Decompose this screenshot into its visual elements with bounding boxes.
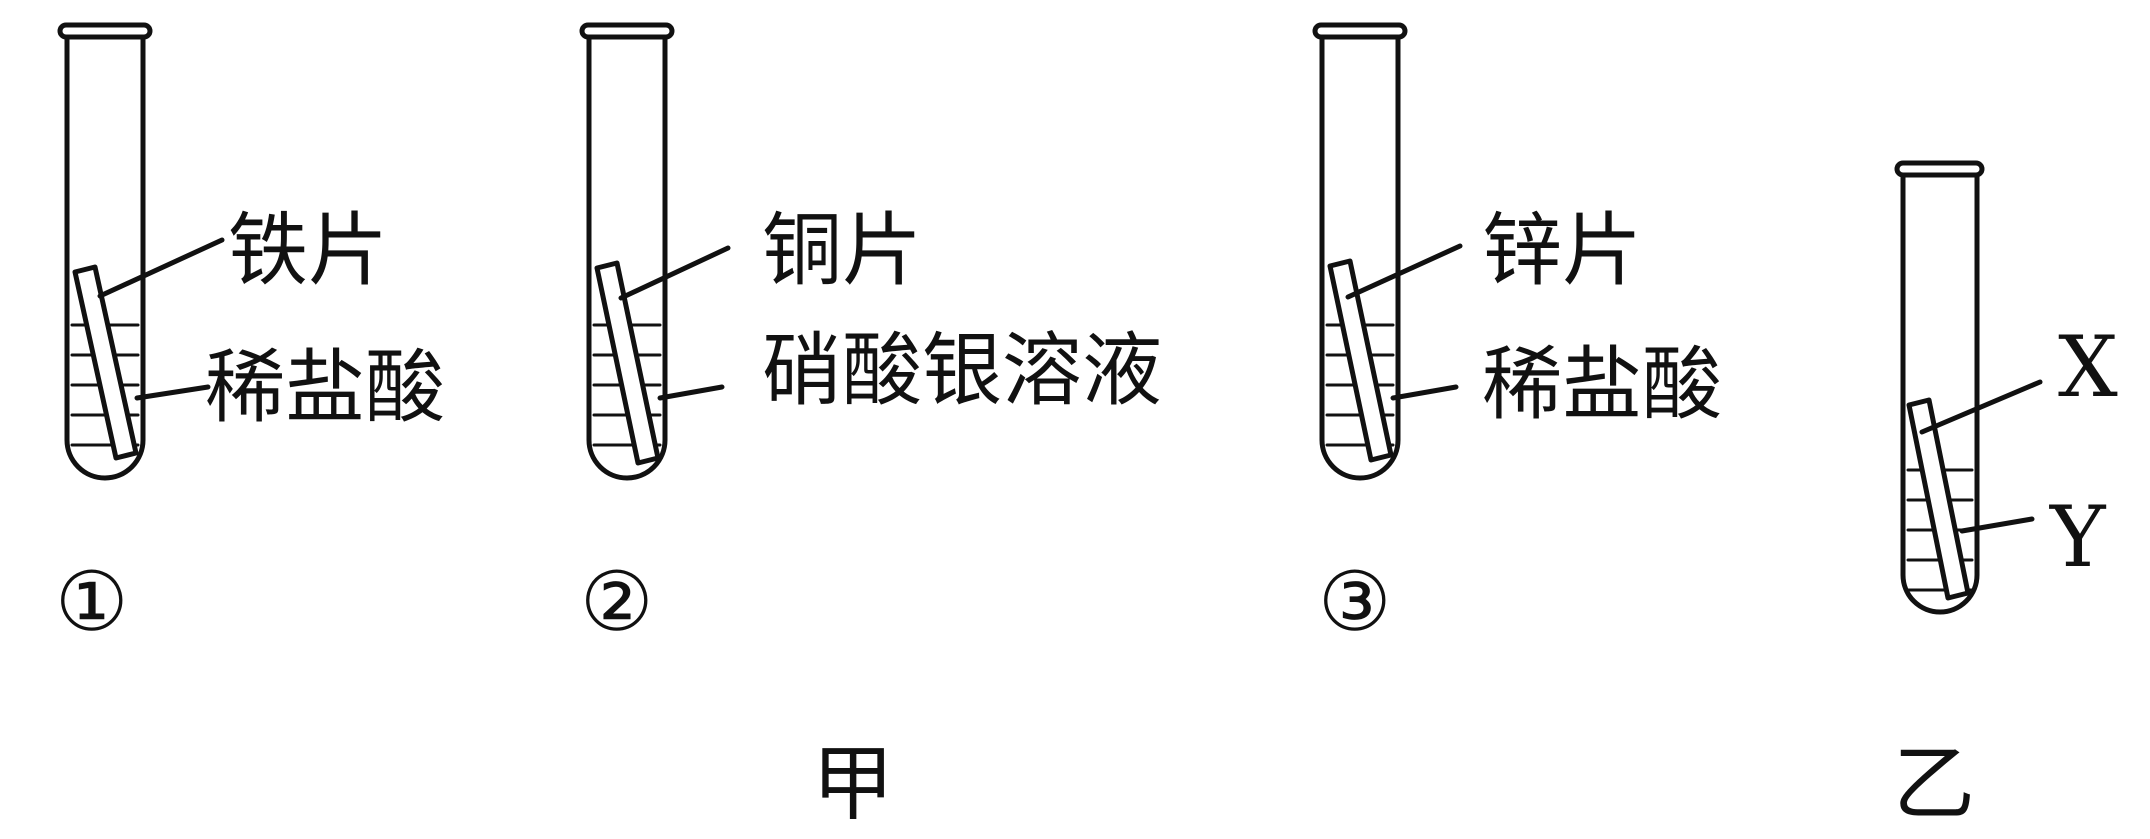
tube-2-body: [586, 34, 668, 481]
tube-3-number: ③: [1318, 555, 1392, 650]
tube-3-liquid-leader: [1390, 384, 1459, 401]
group-yi-caption: 乙: [1893, 737, 1975, 832]
tube-yi-solid-label: X: [2058, 318, 2118, 416]
tube-yi-liquid-leader: [1959, 516, 2035, 534]
tube-1-solid-leader: [97, 237, 225, 299]
tube-yi-liquid-label: Y: [2049, 488, 2107, 586]
tube-yi-metal-strip: [1906, 397, 1971, 601]
tube-2-liquid-label: 硝酸银溶液: [762, 324, 1162, 417]
tube-yi-solid-leader: [1919, 379, 2043, 435]
tube-3-metal-strip: [1327, 258, 1394, 463]
tube-1-body: [64, 34, 146, 481]
tube-3-solid-leader: [1345, 243, 1463, 300]
tube-yi-rim: [1894, 160, 1985, 178]
tube-1-solid-label: 铁片: [228, 204, 388, 297]
tube-2-metal-strip: [594, 260, 661, 466]
tube-2-solid-leader: [618, 245, 731, 301]
tube-1-liquid-leader: [134, 384, 211, 401]
test-tube-3: [1312, 22, 1463, 481]
test-tube-2: [579, 22, 731, 481]
tube-2-number: ②: [580, 555, 654, 650]
tube-2-rim: [579, 22, 675, 40]
tube-1-rim: [57, 22, 153, 40]
tube-3-liquid-label: 稀盐酸: [1482, 338, 1722, 431]
tube-1-liquid-label: 稀盐酸: [205, 341, 445, 434]
tube-2-solid-label: 铜片: [762, 204, 922, 297]
tube-3-solid-label: 锌片: [1482, 204, 1642, 297]
test-tube-1: [57, 22, 225, 481]
tube-1-number: ①: [55, 555, 129, 650]
tube-yi-body: [1900, 172, 1980, 615]
group-jia-caption: 甲: [812, 737, 894, 832]
tube-2-liquid-leader: [657, 384, 725, 401]
test-tube-yi: [1894, 160, 2043, 615]
tube-3-body: [1319, 34, 1401, 481]
tube-3-rim: [1312, 22, 1408, 40]
tube-1-metal-strip: [72, 264, 139, 461]
